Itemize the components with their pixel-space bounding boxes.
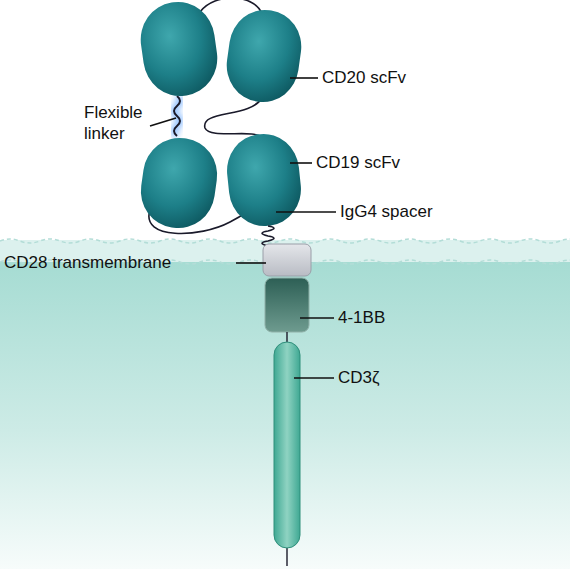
linker-loop bbox=[200, 0, 262, 14]
scfv-domain bbox=[223, 130, 304, 229]
callout-label: CD3ζ bbox=[338, 367, 488, 388]
membrane-edge bbox=[0, 239, 570, 243]
callout-label: CD28 transmembrane bbox=[4, 252, 234, 273]
callout-label: Flexible linker bbox=[84, 102, 154, 144]
callout-label: CD20 scFv bbox=[322, 67, 522, 88]
callout-label: IgG4 spacer bbox=[340, 201, 540, 222]
transmembrane-domain bbox=[263, 244, 311, 276]
callout-label: CD19 scFv bbox=[316, 152, 516, 173]
leader-line bbox=[290, 77, 318, 79]
leader-line bbox=[290, 162, 312, 164]
costim-domain bbox=[265, 278, 309, 332]
flexible-linker bbox=[174, 96, 180, 136]
igg4-spacer bbox=[262, 226, 274, 246]
leader-line bbox=[276, 211, 336, 213]
linker-glow bbox=[174, 96, 180, 136]
scfv-domain bbox=[136, 0, 222, 101]
leader-line bbox=[236, 262, 266, 264]
leader-line bbox=[300, 317, 334, 319]
scfv-domain bbox=[136, 133, 222, 232]
scfv-domain bbox=[222, 5, 306, 106]
linker-loop bbox=[205, 98, 262, 138]
leader-line bbox=[294, 377, 334, 379]
callout-label: 4-1BB bbox=[338, 307, 488, 328]
leader-line bbox=[150, 118, 176, 126]
signaling-domain bbox=[274, 342, 300, 548]
cytoplasm-band bbox=[0, 262, 570, 569]
